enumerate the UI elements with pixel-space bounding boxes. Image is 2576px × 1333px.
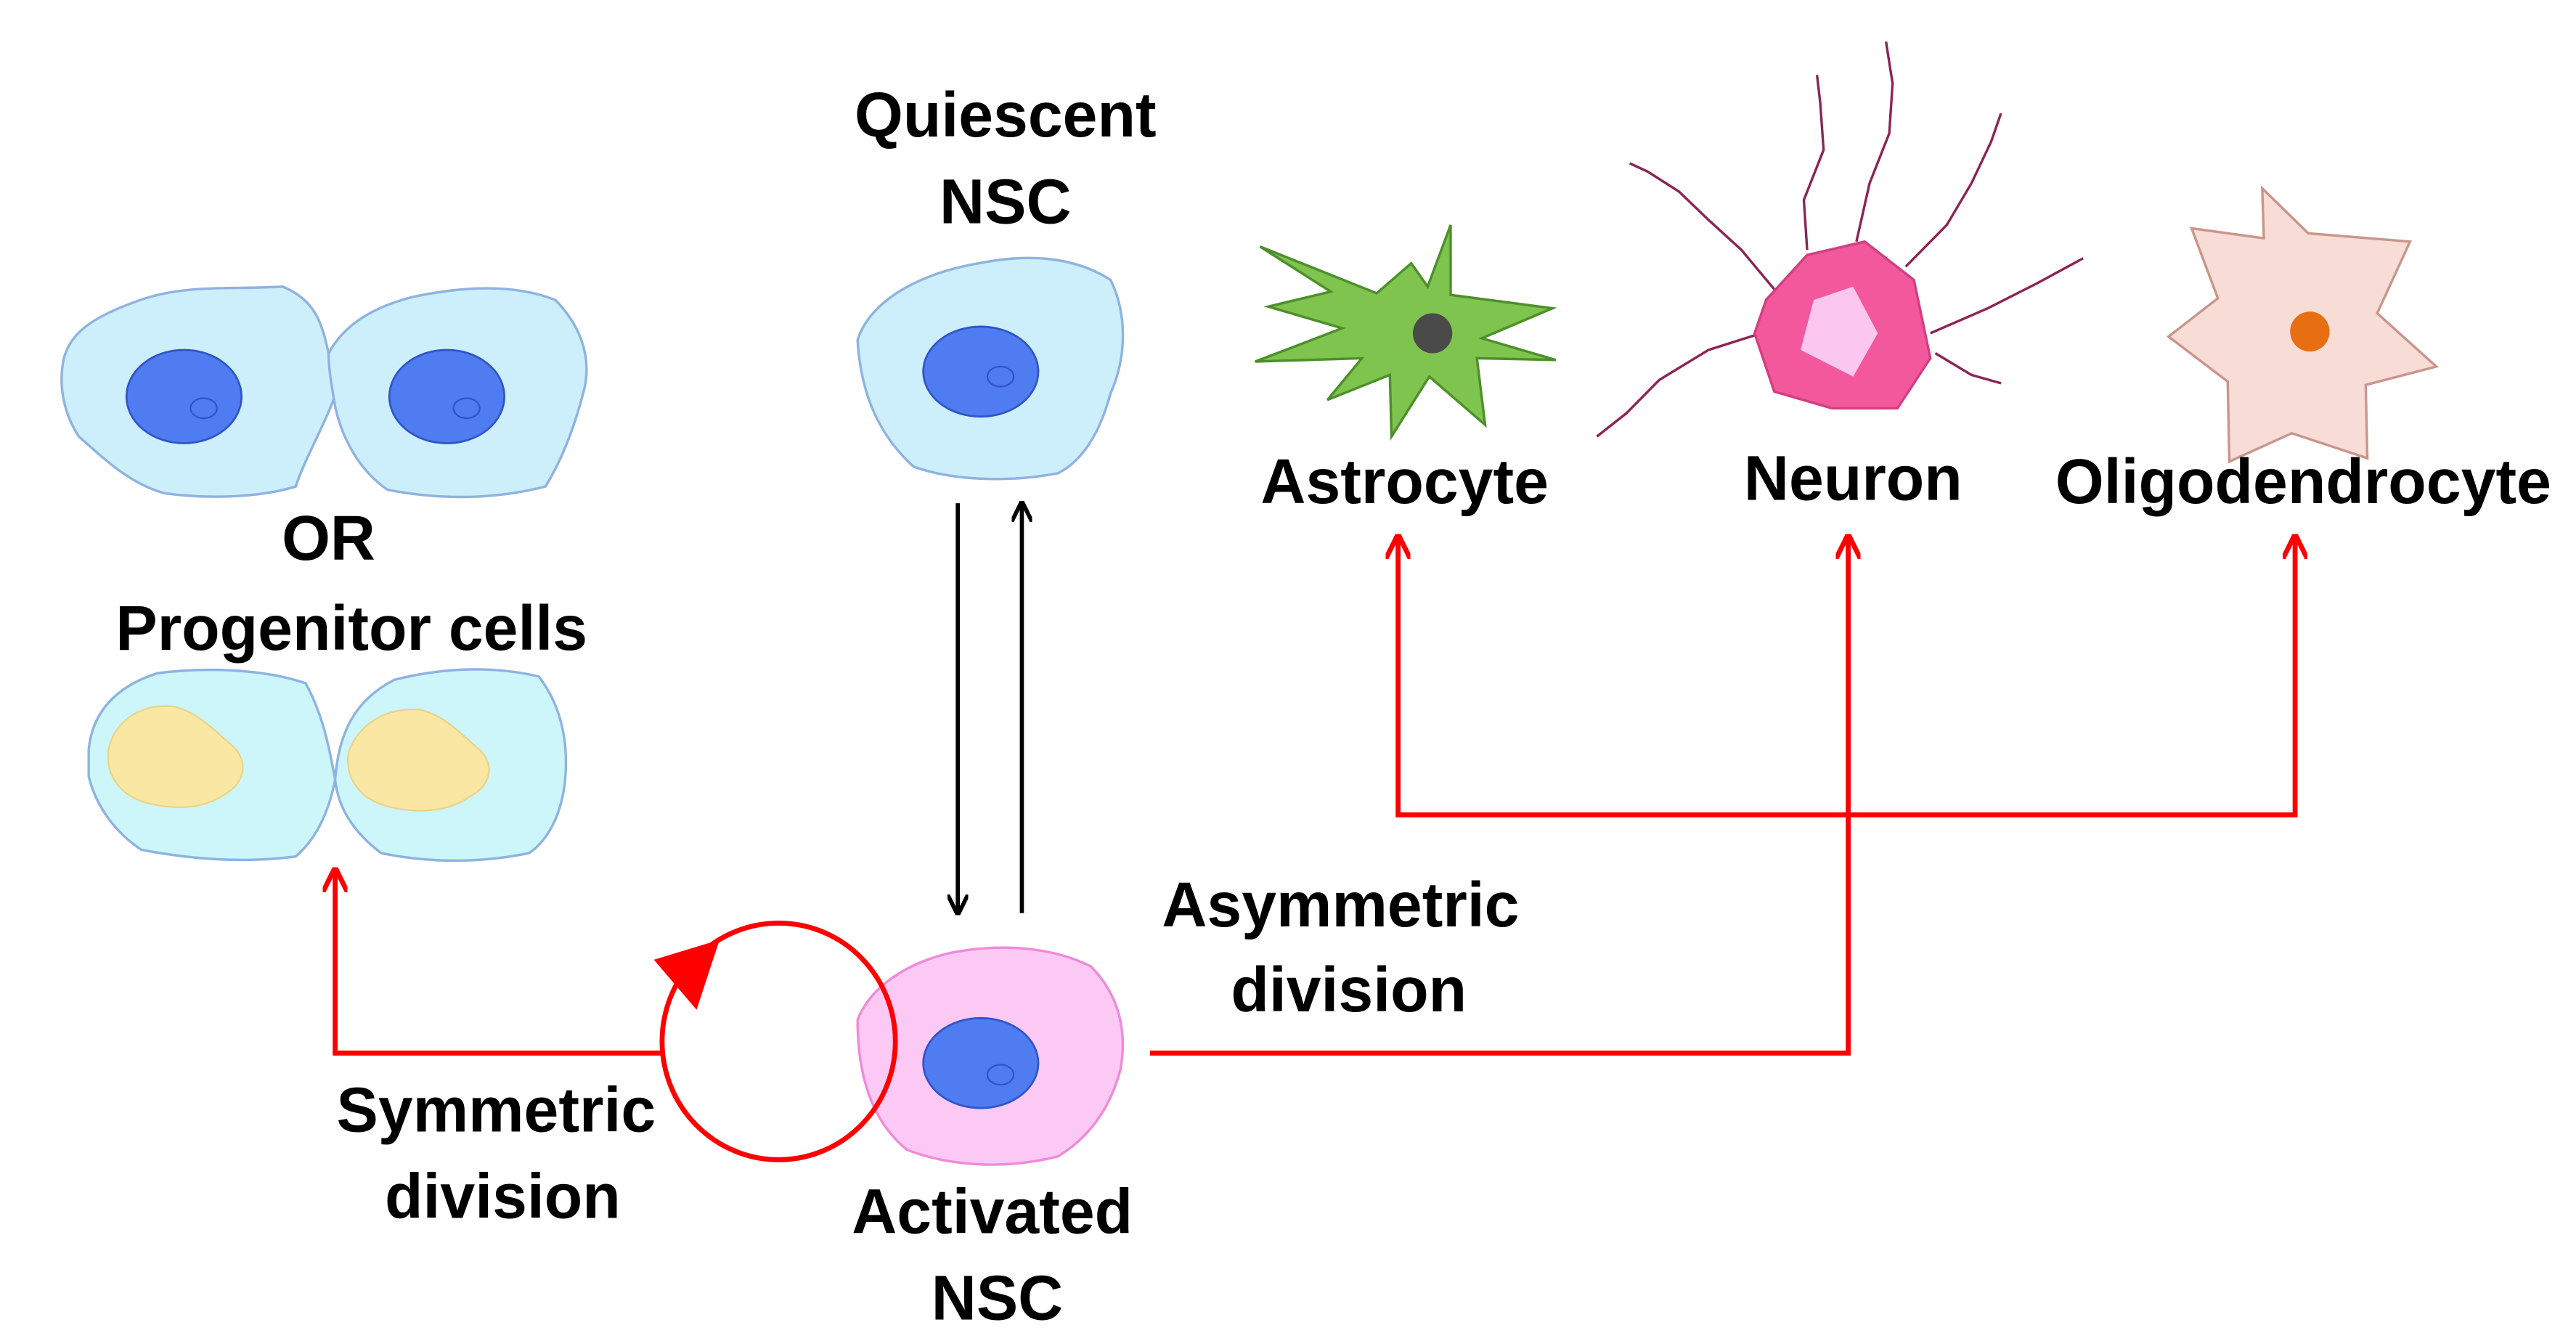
neuron-inner (1800, 286, 1878, 377)
neuron-dendrites (1596, 41, 2084, 438)
self-renewal-loop (659, 920, 898, 1162)
branch-arrow-oligodendrocyte (1848, 537, 2295, 818)
quiescent-nsc-label: Quiescent (855, 81, 1157, 151)
asymmetric-division-label: Asymmetric (1162, 870, 1519, 940)
nucleolus (986, 1064, 1015, 1086)
nucleolus (452, 397, 481, 420)
nucleus (922, 1016, 1040, 1109)
oligodendrocyte-nucleus (2290, 311, 2330, 352)
asymmetric-division-arrow (1149, 537, 1849, 1056)
astrocyte-nucleus (1412, 313, 1453, 354)
neuron-cell (1596, 41, 2084, 438)
oligodendrocyte-cell (2167, 185, 2440, 464)
progenitor-cells-label: Progenitor cells (115, 594, 587, 664)
astrocyte-label: Astrocyte (1260, 447, 1549, 518)
nucleus (388, 348, 506, 444)
progenitor-nucleus (107, 705, 244, 809)
astrocyte-cell (1255, 224, 1557, 441)
progenitor-nucleus (347, 708, 490, 812)
activated-nsc-label: NSC (932, 1263, 1063, 1333)
progenitor-cell-pair (87, 668, 568, 863)
symmetric-division-arrow (335, 870, 662, 1056)
branch-arrow-astrocyte (1398, 537, 1849, 818)
astrocyte-body (1255, 224, 1557, 441)
symmetric-division-label: division (385, 1162, 621, 1232)
neuron-label: Neuron (1744, 444, 1962, 514)
stem-cell (327, 287, 588, 499)
nucleolus (986, 365, 1015, 388)
activated-nsc-cell (856, 946, 1125, 1166)
progenitor-cell (87, 668, 337, 862)
nucleolus (189, 397, 218, 420)
or-label: OR (282, 504, 375, 574)
progenitor-cell (333, 668, 568, 863)
nucleus (125, 348, 242, 444)
asymmetric-division-label: division (1231, 955, 1467, 1026)
self-renewal-arrowhead (653, 939, 720, 1010)
activated-nsc-label: Activated (852, 1177, 1133, 1247)
symmetric-division-label: Symmetric (337, 1075, 656, 1146)
quiescent-nsc-label: NSC (939, 167, 1071, 237)
nucleus (922, 325, 1040, 418)
oligodendrocyte-label: Oligodendrocyte (2055, 447, 2551, 518)
quiescent-nsc-cell (856, 256, 1125, 481)
stem-cell-pair (60, 285, 588, 499)
stem-cell (60, 285, 340, 498)
